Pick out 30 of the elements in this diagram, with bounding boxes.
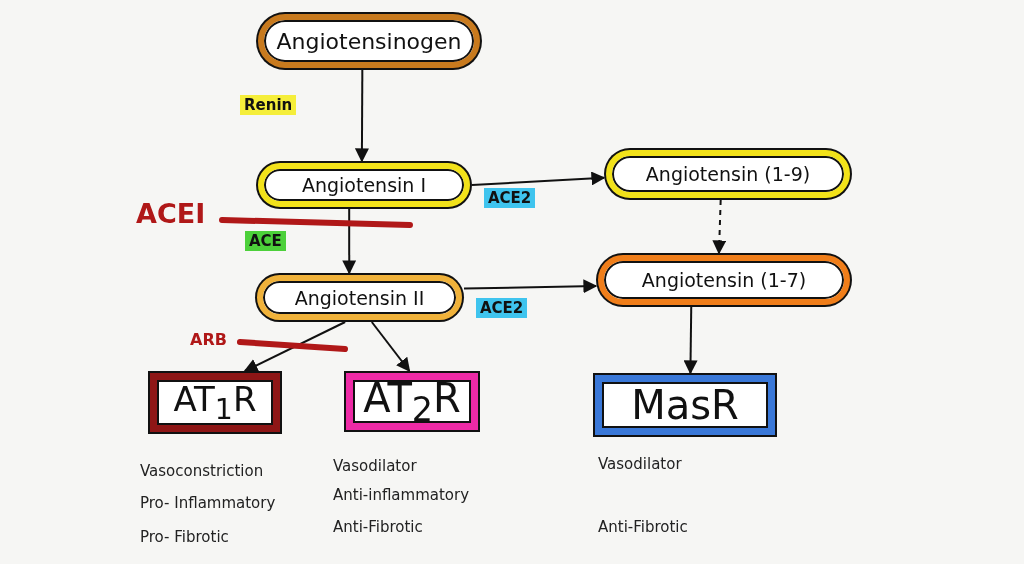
pathway-step: Angiotensinogen (258, 14, 480, 68)
arrow (370, 321, 411, 373)
inhibitor-label: ARB (190, 330, 227, 349)
pathway-step: Angiotensin I (258, 163, 470, 207)
arrow (354, 69, 369, 163)
enzyme-label: ACE2 (484, 188, 536, 208)
arrow (342, 208, 357, 275)
effect-text: Pro- Fibrotic (140, 528, 229, 546)
effect-text: Vasodilator (333, 457, 417, 475)
arrow (712, 199, 727, 255)
effect-text: Pro- Inflammatory (140, 494, 276, 512)
pathway-step: Angiotensin (1-9) (606, 150, 850, 198)
enzyme-label: ACE2 (476, 298, 528, 318)
effect-text: Anti-Fibrotic (598, 518, 688, 536)
arrow (463, 279, 598, 294)
effect-text: Anti-Fibrotic (333, 518, 423, 536)
inhibitor-label: ACEI (136, 198, 206, 229)
receptor-box: AT$_{1}$R (150, 373, 280, 432)
arrow (243, 321, 347, 372)
receptor-box: MasR (595, 375, 775, 435)
arrow (471, 171, 606, 186)
arrow (683, 306, 698, 375)
pathway-step: Angiotensin II (257, 275, 462, 320)
pathway-step: Angiotensin (1-7) (598, 255, 850, 305)
enzyme-label: ACE (245, 231, 286, 251)
receptor-box: AT$_{2}$R (346, 373, 478, 430)
effect-text: Vasoconstriction (140, 462, 264, 480)
effect-text: Anti-inflammatory (333, 486, 470, 504)
effect-text: Vasodilator (598, 455, 682, 473)
enzyme-label: Renin (240, 95, 297, 115)
